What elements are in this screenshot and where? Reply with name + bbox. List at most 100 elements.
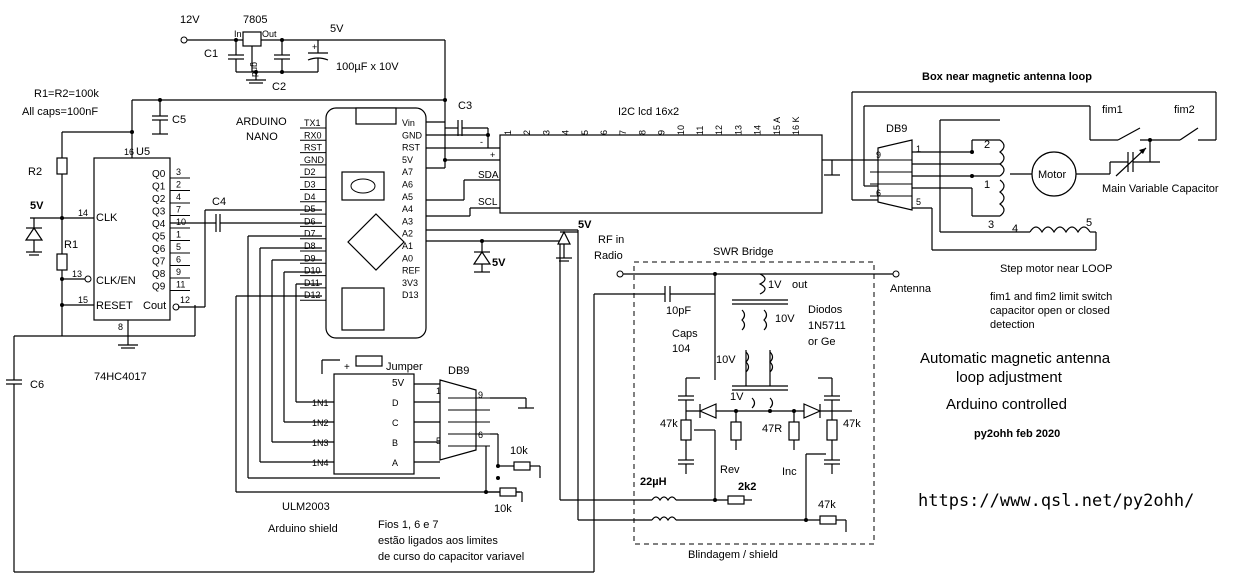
label-cap-100uf: 100µF x 10V bbox=[336, 61, 399, 73]
lcd-pin-7: 7 bbox=[618, 130, 628, 135]
arduino-pin-d9: D9 bbox=[304, 253, 316, 263]
label-coil-2: 2 bbox=[984, 139, 990, 151]
lcd-pin-16: 16 K bbox=[791, 116, 801, 135]
label-pin8: 8 bbox=[118, 322, 123, 332]
note-fios-2: estão ligados aos limites bbox=[378, 535, 498, 547]
lcd-pin-11: 11 bbox=[695, 126, 705, 135]
resistor-47k-bottom bbox=[819, 515, 837, 525]
title-author: py2ohh feb 2020 bbox=[974, 428, 1060, 440]
label-2k2: 2k2 bbox=[738, 481, 756, 493]
label-pin14: 14 bbox=[78, 208, 88, 218]
lcd-pin-14: 14 bbox=[753, 125, 763, 135]
label-pin-q0: 3 bbox=[176, 167, 181, 177]
loop-box: Box near magnetic antenna loop DB9 9 6 1… bbox=[851, 71, 1219, 331]
label-fim1: fim1 bbox=[1102, 104, 1123, 116]
ic-74hc4017 bbox=[93, 157, 171, 321]
label-inc: Inc bbox=[782, 466, 797, 478]
arduino-pin-d3: D3 bbox=[304, 180, 316, 190]
resistor-r1 bbox=[56, 253, 68, 271]
label-10k-a: 10k bbox=[510, 445, 528, 457]
label-pin15: 15 bbox=[78, 295, 88, 305]
label-c3: C3 bbox=[458, 100, 472, 112]
db9-connector-left bbox=[439, 379, 477, 461]
label-r1: R1 bbox=[64, 239, 78, 251]
label-pin13: 13 bbox=[72, 269, 82, 279]
uln-output-c: C bbox=[392, 418, 399, 428]
step-motor-coil bbox=[1029, 226, 1091, 234]
label-fim2: fim2 bbox=[1174, 104, 1195, 116]
label-clk: CLK bbox=[96, 212, 118, 224]
label-db9-right: DB9 bbox=[886, 123, 907, 135]
label-lcd-title: I2C lcd 16x2 bbox=[618, 106, 679, 118]
label-caps-104: 104 bbox=[672, 343, 690, 355]
label-c2: C2 bbox=[272, 81, 286, 93]
lcd-pin-15: 15 A bbox=[772, 117, 782, 135]
label-10v-a: 10V bbox=[775, 313, 795, 325]
label-c4: C4 bbox=[212, 196, 226, 208]
label-scl: SCL bbox=[478, 197, 498, 208]
label-q0: Q0 bbox=[152, 169, 166, 180]
label-reg-in: In bbox=[234, 29, 242, 39]
label-q7: Q7 bbox=[152, 257, 166, 268]
note-caps: All caps=100nF bbox=[22, 106, 98, 118]
db9-connector-right bbox=[877, 139, 913, 211]
arduino-pin-r-a7: A7 bbox=[402, 167, 413, 177]
jumper-header[interactable] bbox=[355, 355, 383, 367]
uln-input-2: 1N2 bbox=[312, 418, 329, 428]
label-q5: Q5 bbox=[152, 232, 166, 243]
label-coil-4: 4 bbox=[1012, 223, 1018, 235]
link-website[interactable]: https://www.qsl.net/py2ohh/ bbox=[918, 491, 1194, 511]
arduino-pin-r-gnd: GND bbox=[402, 130, 423, 140]
label-sda: SDA bbox=[478, 170, 499, 181]
label-radio: Radio bbox=[594, 250, 623, 262]
arduino-pin-r-a5: A5 bbox=[402, 192, 413, 202]
lcd-pin-2: 2 bbox=[522, 130, 532, 135]
swr-bridge: SWR Bridge RF in Radio Antenna 1V out 10… bbox=[560, 234, 932, 561]
uln-input-3: 1N3 bbox=[312, 438, 329, 448]
label-pin-q2: 4 bbox=[176, 192, 181, 202]
lcd-pin-8: 8 bbox=[637, 130, 647, 135]
arduino-pin-rx0: RX0 bbox=[304, 130, 322, 140]
power-supply: 12V 7805 In Out gnd C1 C2 + 100µF x 10V … bbox=[180, 14, 446, 100]
pot-47k-left bbox=[680, 419, 692, 441]
label-rev: Rev bbox=[720, 464, 740, 476]
label-u5: U5 bbox=[136, 146, 150, 158]
label-pin-q1: 2 bbox=[176, 180, 181, 190]
label-c5: C5 bbox=[172, 114, 186, 126]
label-q4: Q4 bbox=[152, 219, 166, 230]
resistor-10k-a bbox=[513, 461, 531, 471]
label-diodos: Diodos bbox=[808, 304, 843, 316]
label-nano: NANO bbox=[246, 131, 278, 143]
label-pin-q9: 11 bbox=[176, 280, 185, 290]
label-1n5711: 1N5711 bbox=[808, 320, 846, 332]
label-uln-plus: + bbox=[344, 362, 350, 373]
arduino-pin-gnd: GND bbox=[304, 155, 325, 165]
label-or-ge: or Ge bbox=[808, 336, 836, 348]
label-zener-5v-b: 5V bbox=[492, 257, 506, 269]
arduino-pin-r-vin: Vin bbox=[402, 118, 415, 128]
label-1v-top: 1V bbox=[768, 279, 782, 291]
label-pin-q8: 9 bbox=[176, 267, 181, 277]
label-motor: Motor bbox=[1038, 169, 1066, 181]
diode-rev bbox=[698, 403, 717, 419]
lcd-pin-9: 9 bbox=[657, 130, 667, 135]
label-q2: Q2 bbox=[152, 194, 166, 205]
diode-inc bbox=[803, 403, 822, 419]
label-pin16: 16 bbox=[124, 147, 134, 157]
resistor-10k-b bbox=[499, 487, 517, 497]
arduino-pin-r-rst: RST bbox=[402, 143, 421, 153]
lcd-pin-10: 10 bbox=[676, 125, 686, 135]
label-rf-in: RF in bbox=[598, 234, 624, 246]
label-out: out bbox=[792, 279, 807, 291]
label-r2: R2 bbox=[28, 166, 42, 178]
label-10v-b: 10V bbox=[716, 354, 736, 366]
arduino-pin-r-a0: A0 bbox=[402, 253, 413, 263]
lcd-pin-12: 12 bbox=[714, 125, 724, 135]
arduino-pin-d6: D6 bbox=[304, 216, 316, 226]
arduino-pin-r-a2: A2 bbox=[402, 229, 413, 239]
